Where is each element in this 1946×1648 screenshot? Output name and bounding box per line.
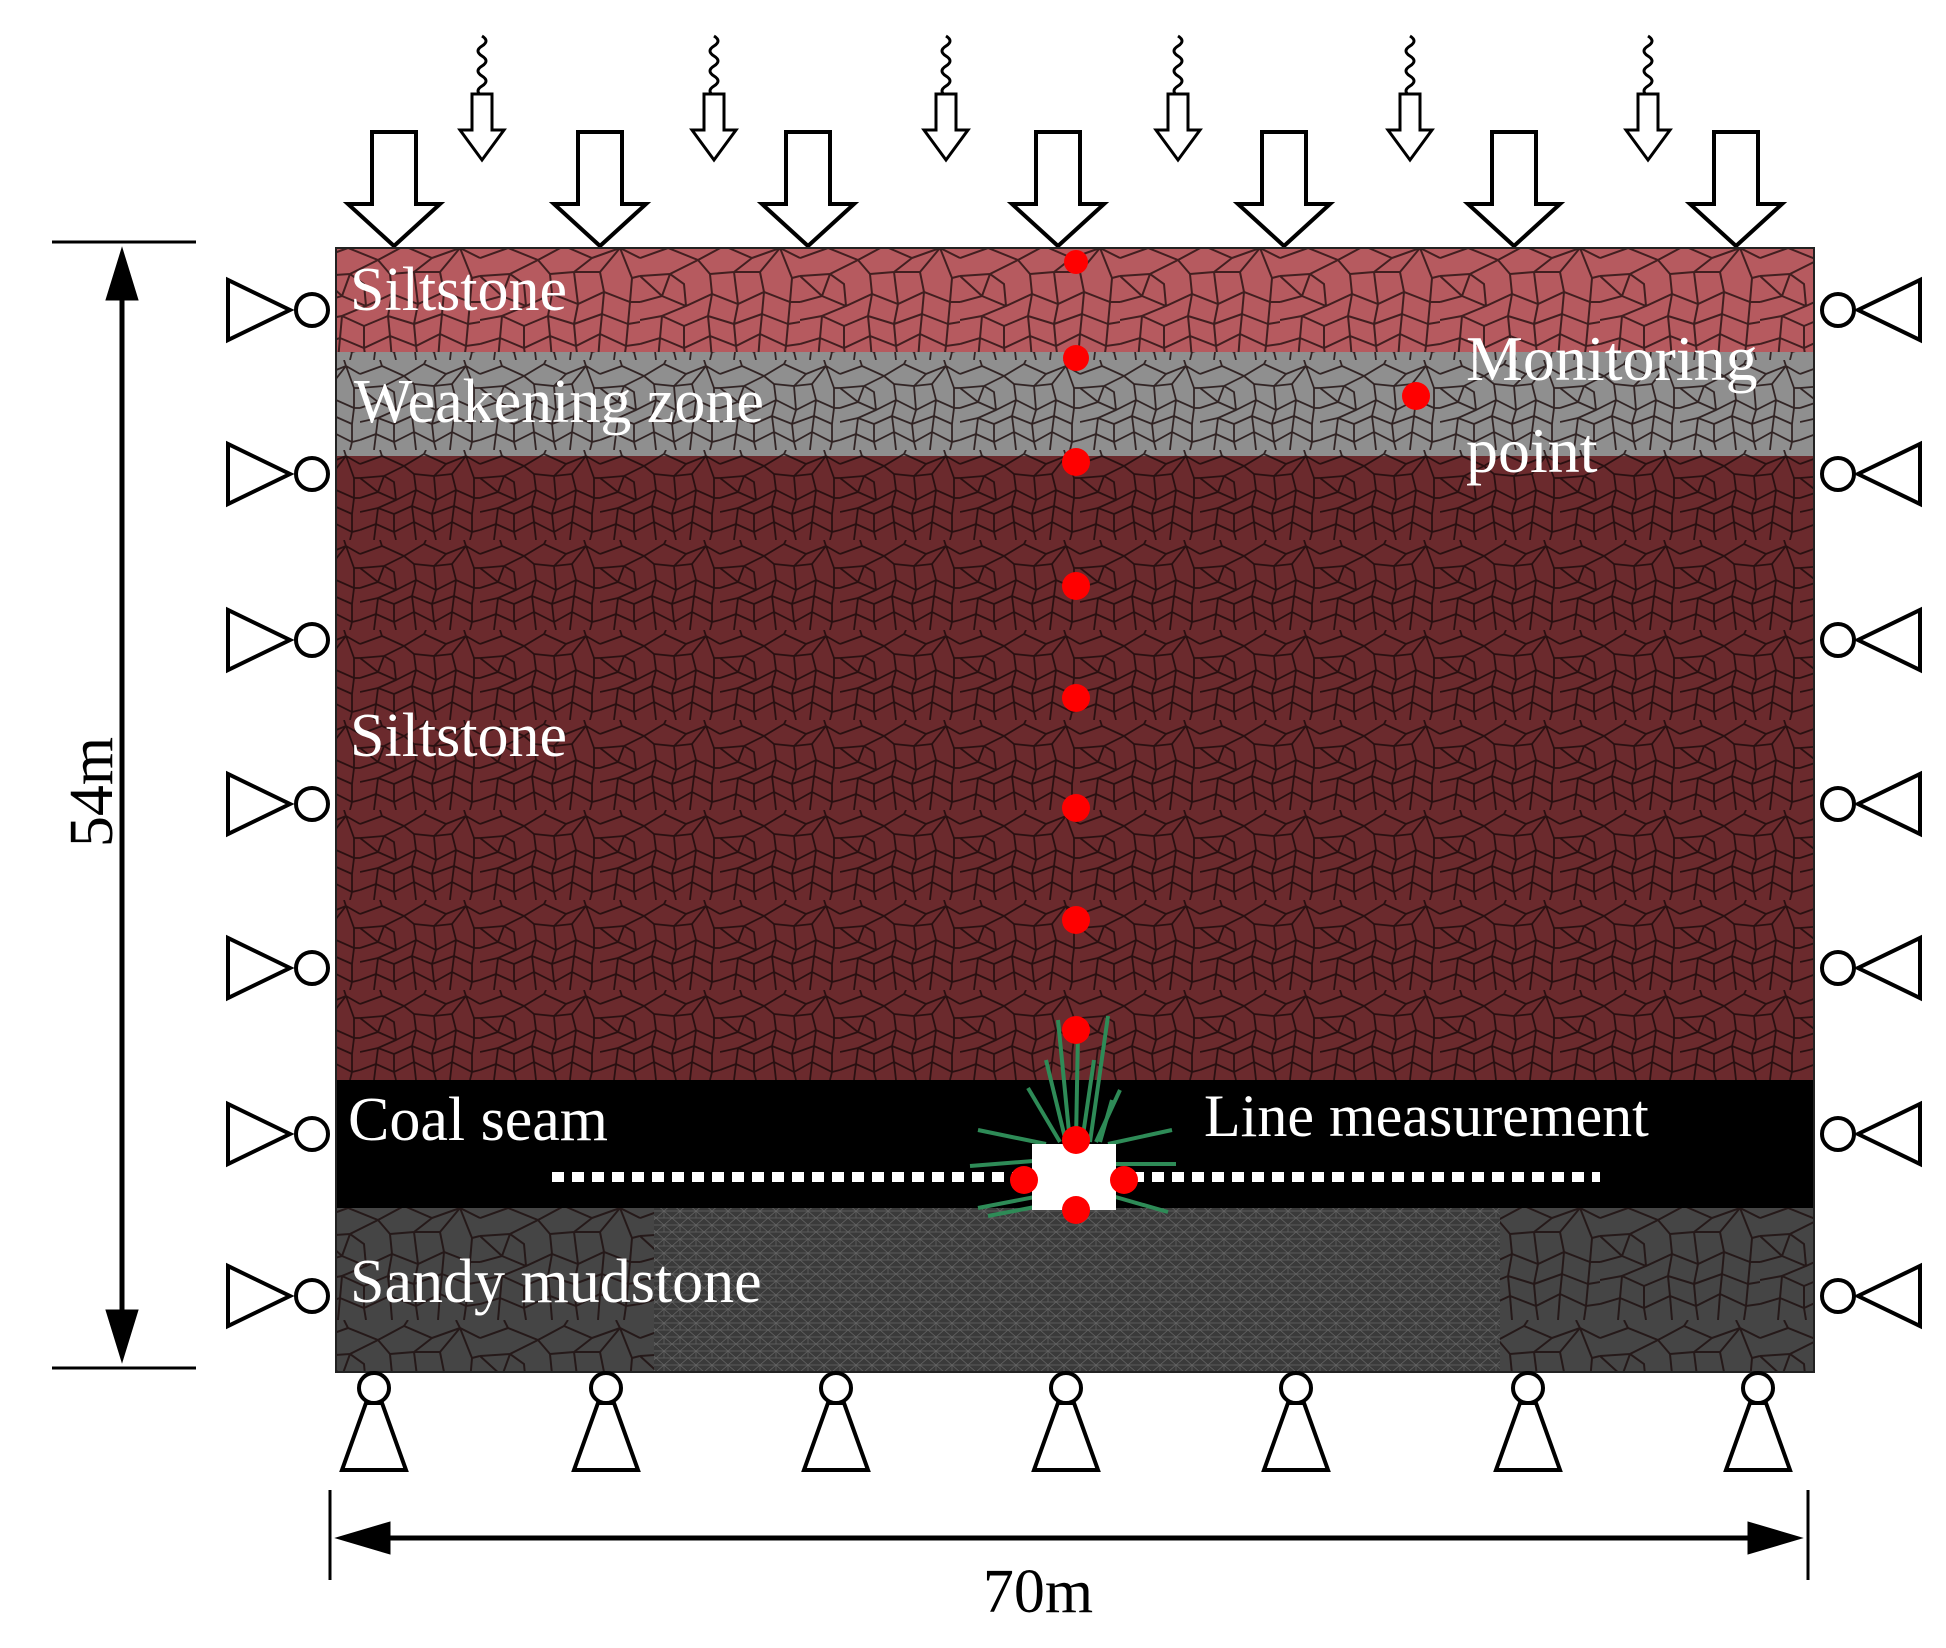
monitoring-point (1062, 1196, 1090, 1224)
roller-circle-right (1820, 786, 1856, 822)
pin-support (339, 1401, 409, 1472)
load-arrow-small (689, 92, 739, 163)
roller-support-left (226, 440, 295, 508)
roller-circle-left (294, 1278, 330, 1314)
pin-circle (819, 1371, 853, 1405)
pin-support (1261, 1401, 1331, 1472)
roller-circle-left (294, 786, 330, 822)
monitoring-point (1062, 684, 1090, 712)
bottom-pin-supports (339, 1371, 1793, 1472)
monitoring-point (1062, 906, 1090, 934)
pin-circle (1279, 1371, 1313, 1405)
monitoring-point (1062, 572, 1090, 600)
pin-circle (1741, 1371, 1775, 1405)
roller-circle-left (294, 1116, 330, 1152)
roller-support-left (226, 1262, 295, 1330)
monitoring-points (1010, 250, 1430, 1224)
load-arrows-large (342, 130, 1788, 249)
pin-circle (589, 1371, 623, 1405)
roller-support-left (226, 276, 295, 344)
monitoring-point (1062, 794, 1090, 822)
label-line-measurement: Line measurement (1204, 1083, 1649, 1149)
label-monitoring-point-line2: point (1466, 415, 1598, 486)
roller-support-left (226, 606, 295, 674)
roller-support-left (226, 770, 295, 838)
layer-siltstone-main-mesh (336, 456, 1814, 1080)
roadway-bolts (969, 1015, 1176, 1218)
monitoring-point (1063, 345, 1089, 371)
roller-circle-right (1820, 1116, 1856, 1152)
layer-sandy-mudstone-mesh-right (1500, 1208, 1814, 1372)
model-border (335, 247, 1815, 1373)
roller-circle-left (294, 622, 330, 658)
label-siltstone-main: Siltstone (350, 702, 567, 770)
monitoring-point (1062, 1126, 1090, 1154)
load-arrow-small (1623, 92, 1673, 163)
layer-sandy-mudstone-mesh-left (336, 1208, 654, 1372)
load-arrows-small (457, 34, 1673, 163)
pin-support (801, 1401, 871, 1472)
load-arrow-large (548, 130, 652, 249)
roller-support-right (1853, 1262, 1922, 1330)
monitoring-point-legend-marker (1402, 382, 1430, 410)
load-arrow-large (1684, 130, 1788, 249)
label-coal-seam: Coal seam (348, 1086, 608, 1154)
pin-support (1031, 1401, 1101, 1472)
roller-circle-left (294, 292, 330, 328)
roller-circle-right (1820, 622, 1856, 658)
load-arrow-large (1462, 130, 1566, 249)
roller-support-right (1853, 934, 1922, 1002)
roller-circle-left (294, 950, 330, 986)
layer-sandy-mudstone-mesh-fine (654, 1208, 1500, 1372)
roller-circle-right (1820, 1278, 1856, 1314)
pin-support (1723, 1401, 1793, 1472)
roller-support-left (226, 1100, 295, 1168)
monitoring-point (1064, 250, 1088, 274)
label-monitoring-point-line1: Monitoring (1466, 323, 1758, 394)
monitoring-point (1062, 448, 1090, 476)
pin-circle (1511, 1371, 1545, 1405)
roller-circle-right (1820, 292, 1856, 328)
label-weakening-zone: Weakening zone (354, 368, 764, 436)
load-arrow-small (1385, 92, 1435, 163)
label-siltstone-top: Siltstone (350, 256, 567, 324)
monitoring-point (1010, 1166, 1038, 1194)
width-dimension (328, 1490, 1810, 1580)
roller-circle-left (294, 456, 330, 492)
load-arrow-small (457, 92, 507, 163)
roller-support-right (1853, 1100, 1922, 1168)
height-dimension (52, 240, 196, 1370)
pin-support (1493, 1401, 1563, 1472)
pin-circle (357, 1371, 391, 1405)
roller-circle-right (1820, 456, 1856, 492)
roller-support-right (1853, 606, 1922, 674)
load-arrow-large (756, 130, 860, 249)
roller-support-right (1853, 770, 1922, 838)
label-sandy-mudstone: Sandy mudstone (350, 1248, 762, 1316)
load-arrow-large (1006, 130, 1110, 249)
monitoring-point (1062, 1016, 1090, 1044)
roller-circle-right (1820, 950, 1856, 986)
load-arrow-small (1153, 92, 1203, 163)
roller-support-right (1853, 440, 1922, 508)
load-arrow-small (921, 92, 971, 163)
load-arrow-large (342, 130, 446, 249)
roller-support-left (226, 934, 295, 1002)
side-roller-supports (226, 276, 1922, 1330)
pin-support (571, 1401, 641, 1472)
pin-circle (1049, 1371, 1083, 1405)
label-width-dimension: 70m (983, 1558, 1093, 1626)
monitoring-point (1110, 1166, 1138, 1194)
label-height-dimension: 54m (58, 737, 126, 847)
load-arrow-large (1232, 130, 1336, 249)
roller-support-right (1853, 276, 1922, 344)
